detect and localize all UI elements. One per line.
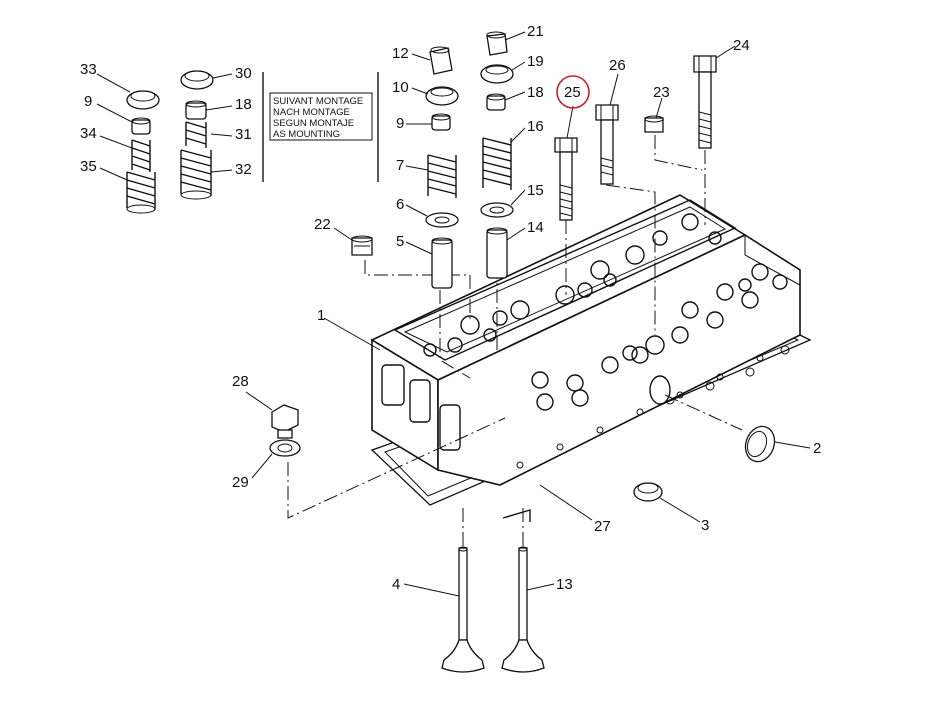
note-line-3: SEGUN MONTAJE: [273, 118, 354, 129]
label-19[interactable]: 19: [527, 53, 544, 70]
spring-part-16[interactable]: [482, 137, 512, 190]
spring-part-34[interactable]: [131, 139, 151, 172]
note-line-4: AS MOUNTING: [273, 129, 340, 140]
collet-part-18-right[interactable]: [486, 93, 506, 111]
label-1[interactable]: 1: [317, 307, 325, 324]
cap-part-33[interactable]: [126, 90, 160, 110]
spring-part-35[interactable]: [126, 171, 156, 214]
bolt-part-25[interactable]: [554, 137, 578, 221]
washer-part-6[interactable]: [425, 212, 459, 228]
guide-part-5[interactable]: [431, 237, 453, 289]
cotter-part-12[interactable]: [429, 46, 453, 75]
cap-part-30[interactable]: [180, 70, 214, 90]
part-labels: 33 9 34 35 30 18 31 32 12 10 9 7 6 5 21 …: [80, 23, 821, 593]
collet-part-18-left[interactable]: [185, 100, 207, 120]
label-35[interactable]: 35: [80, 158, 97, 175]
cap-part-10[interactable]: [425, 86, 459, 106]
valve-part-4[interactable]: [441, 546, 485, 673]
seal-ring-part-3[interactable]: [633, 482, 663, 502]
label-16[interactable]: 16: [527, 118, 544, 135]
washer-part-29[interactable]: [269, 439, 301, 457]
label-23[interactable]: 23: [653, 84, 670, 101]
cylinder-head-part[interactable]: [370, 194, 801, 486]
label-32[interactable]: 32: [235, 161, 252, 178]
assembly-lines: [287, 135, 743, 548]
label-3[interactable]: 3: [701, 517, 709, 534]
label-9-center[interactable]: 9: [396, 115, 404, 132]
label-18-left[interactable]: 18: [235, 96, 252, 113]
label-27[interactable]: 27: [594, 518, 611, 535]
spring-part-7[interactable]: [427, 154, 457, 198]
assembly-note: SUIVANT MONTAGE NACH MONTAGE SEGUN MONTA…: [273, 96, 363, 140]
label-34[interactable]: 34: [80, 125, 97, 142]
highlight-circle: [556, 75, 590, 109]
label-21[interactable]: 21: [527, 23, 544, 40]
guide-part-14[interactable]: [486, 227, 508, 279]
collet-part-9-center[interactable]: [431, 113, 451, 131]
label-10[interactable]: 10: [392, 79, 409, 96]
plug-part-23[interactable]: [644, 115, 664, 133]
label-6[interactable]: 6: [396, 196, 404, 213]
drain-plug-part-28[interactable]: [271, 404, 299, 439]
leader-lines: [96, 31, 811, 597]
label-31[interactable]: 31: [235, 126, 252, 143]
label-28[interactable]: 28: [232, 373, 249, 390]
seal-ring-part-2[interactable]: [741, 422, 780, 465]
bolt-part-24[interactable]: [693, 55, 717, 149]
collet-part-9-left[interactable]: [131, 117, 151, 135]
label-25[interactable]: 25: [564, 84, 581, 101]
note-line-2: NACH MONTAGE: [273, 107, 350, 118]
valve-part-13[interactable]: [501, 546, 545, 673]
label-30[interactable]: 30: [235, 65, 252, 82]
label-26[interactable]: 26: [609, 57, 626, 74]
washer-part-15[interactable]: [480, 202, 514, 218]
bolt-part-26[interactable]: [595, 104, 619, 185]
label-14[interactable]: 14: [527, 219, 544, 236]
label-7[interactable]: 7: [396, 157, 404, 174]
spring-part-32[interactable]: [180, 149, 212, 200]
label-22[interactable]: 22: [314, 216, 331, 233]
label-13[interactable]: 13: [556, 576, 573, 593]
label-2[interactable]: 2: [813, 440, 821, 457]
label-5[interactable]: 5: [396, 233, 404, 250]
spring-part-31[interactable]: [185, 121, 207, 148]
note-bracket: [262, 72, 379, 182]
plug-part-22[interactable]: [351, 235, 373, 256]
label-9-left[interactable]: 9: [84, 93, 92, 110]
label-24[interactable]: 24: [733, 37, 750, 54]
label-4[interactable]: 4: [392, 576, 400, 593]
note-line-1: SUIVANT MONTAGE: [273, 96, 363, 107]
label-15[interactable]: 15: [527, 182, 544, 199]
label-33[interactable]: 33: [80, 61, 97, 78]
label-12[interactable]: 12: [392, 45, 409, 62]
cap-part-19[interactable]: [480, 64, 514, 84]
label-29[interactable]: 29: [232, 474, 249, 491]
cotter-part-21[interactable]: [486, 31, 508, 56]
label-18-right[interactable]: 18: [527, 84, 544, 101]
